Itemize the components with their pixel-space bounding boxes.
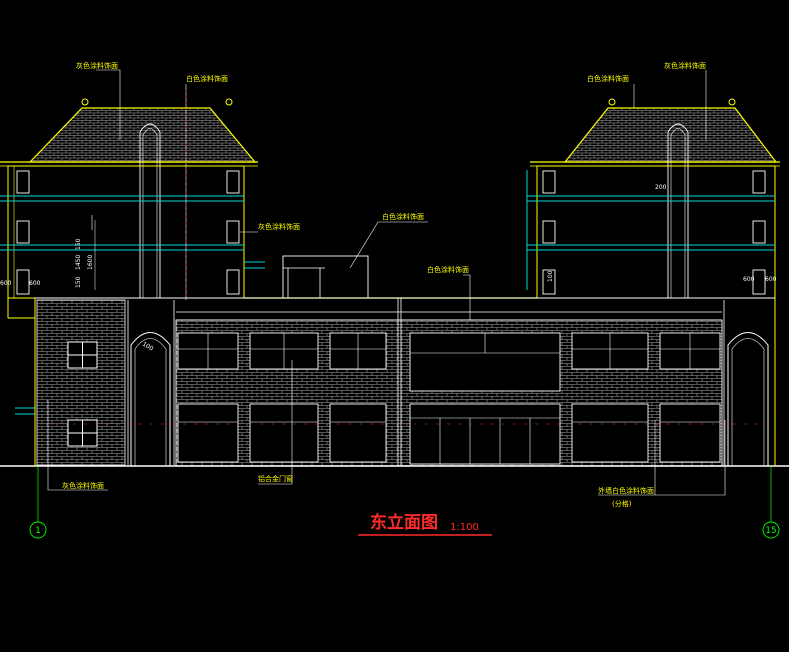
dim-11: 600 [765, 276, 777, 283]
label-center-top: 白色涂料饰面 [382, 212, 424, 221]
dim-9: 100 [547, 270, 554, 282]
drawing-scale: 1:100 [450, 522, 479, 533]
drawing-title: 东立面图 [370, 512, 438, 533]
right-wing: 白色涂料饰面 灰色涂料饰面 200 100 600 600 [526, 61, 780, 299]
axis-right-label: 15 [765, 526, 776, 536]
dim-5: 600 [0, 280, 12, 287]
label-tr-roof-b: 灰色涂料饰面 [664, 61, 706, 70]
left-dimensions: 150 1450 150 1600 600 600 [0, 220, 96, 290]
axis-left-label: 1 [35, 526, 41, 536]
label-bottom-left: 灰色涂料饰面 [62, 481, 104, 490]
dim-8: 200 [655, 184, 667, 191]
dim-6: 600 [29, 280, 41, 287]
dim-10: 600 [743, 276, 755, 283]
drawing-title-block: 东立面图 1:100 [358, 512, 492, 536]
label-tr-roof-a: 白色涂料饰面 [587, 74, 629, 83]
label-left-mid: 灰色涂料饰面 [258, 222, 300, 231]
dim-3: 150 [75, 238, 82, 250]
axis-markers: 1 15 [29, 466, 780, 539]
dim-2: 1450 [75, 255, 82, 270]
dim-7: 100 [141, 341, 155, 353]
label-bottom-right-2: (分格) [612, 499, 632, 508]
label-bottom-right-1: 外墙白色涂料饰面 [598, 486, 654, 495]
label-center-mid: 白色涂料饰面 [427, 265, 469, 274]
left-wing: 灰色涂料饰面 白色涂料饰面 灰色涂料饰面 150 1450 150 1600 6… [0, 61, 300, 300]
left-roof [28, 107, 257, 163]
dim-4: 1600 [87, 255, 94, 270]
label-tc-roof: 白色涂料饰面 [186, 74, 228, 83]
dim-1: 150 [75, 276, 82, 288]
lower-windows [177, 403, 721, 465]
label-bottom-center: 铝合金门窗 [258, 474, 293, 483]
bottom-annotations: 灰色涂料饰面 铝合金门窗 外墙白色涂料饰面 (分格) [47, 360, 726, 508]
podium: 100 [15, 297, 776, 467]
label-tl-roof: 灰色涂料饰面 [76, 61, 118, 70]
right-roof [563, 107, 778, 163]
